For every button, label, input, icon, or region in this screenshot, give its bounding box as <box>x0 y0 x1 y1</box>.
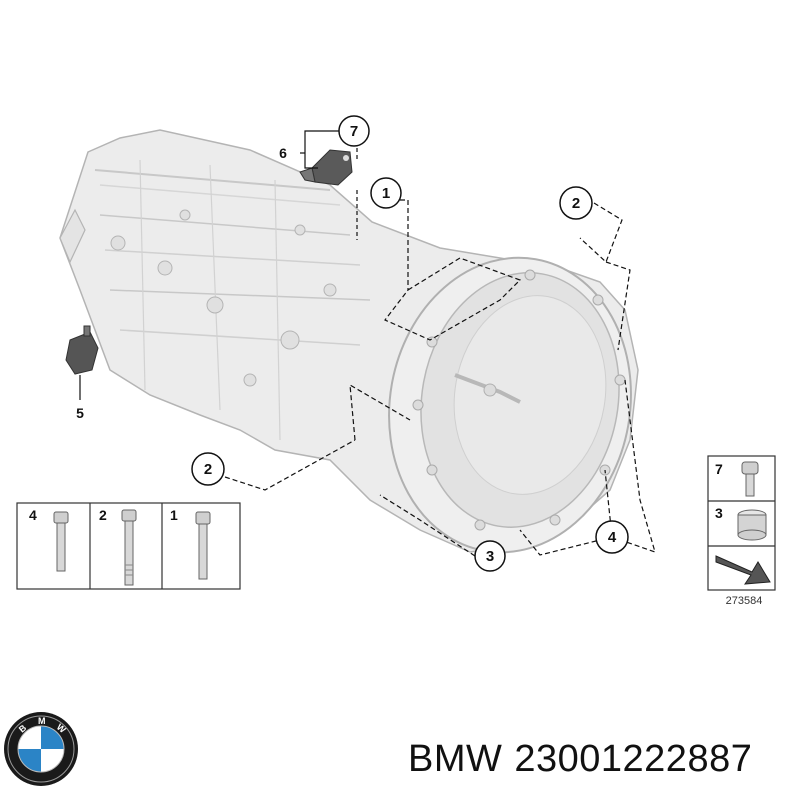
callout-5: 5 <box>76 405 84 421</box>
leader-lines <box>79 130 656 557</box>
bolt-4-icon <box>53 511 69 572</box>
callout-1: 1 <box>370 177 402 209</box>
direction-arrow-icon <box>715 555 771 585</box>
svg-text:M: M <box>38 716 46 726</box>
svg-text:B: B <box>17 722 29 734</box>
bolt-label-4: 4 <box>29 507 37 523</box>
brand-name: BMW <box>408 738 503 780</box>
callout-2-left: 2 <box>191 452 225 486</box>
callout-7: 7 <box>338 115 370 147</box>
bolt-box: 4 2 1 <box>16 502 241 590</box>
legend-box: 7 3 <box>707 455 776 591</box>
screw-icon <box>741 461 759 497</box>
reference-number: 273584 <box>726 595 763 607</box>
callout-3: 3 <box>474 540 506 572</box>
transmission-housing <box>59 129 639 554</box>
svg-text:1: 1 <box>382 185 390 202</box>
bolt-1-icon <box>195 511 211 580</box>
bolt-label-1: 1 <box>170 507 178 523</box>
bolt-label-2: 2 <box>99 507 107 523</box>
callout-2-top: 2 <box>559 186 593 220</box>
bolt-2-icon <box>121 509 137 586</box>
footer-part-label: BMW 23001222887 <box>408 738 764 781</box>
bmw-logo: B M W <box>4 712 78 786</box>
svg-text:3: 3 <box>486 548 494 565</box>
sleeve-icon <box>737 509 767 541</box>
callout-6: 6 <box>279 145 287 161</box>
callout-4: 4 <box>595 520 629 554</box>
sensor-bracket-part <box>299 149 353 186</box>
svg-text:7: 7 <box>350 123 358 140</box>
part-number: 23001222887 <box>514 738 753 780</box>
legend-label-7: 7 <box>715 461 723 477</box>
svg-text:2: 2 <box>204 461 212 478</box>
legend-label-3: 3 <box>715 505 723 521</box>
switch-part <box>65 325 99 375</box>
svg-text:4: 4 <box>608 529 617 546</box>
svg-text:2: 2 <box>572 195 580 212</box>
